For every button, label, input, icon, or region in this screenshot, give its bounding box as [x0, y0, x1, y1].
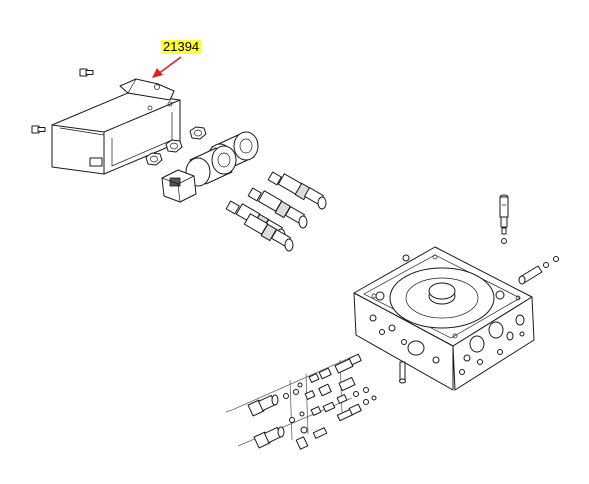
fitting-plug-lower — [253, 426, 285, 449]
lock-nuts — [145, 126, 207, 166]
plug-pin — [518, 256, 559, 285]
cartridge-valve-2 — [247, 187, 308, 229]
fittings-kit — [247, 353, 377, 450]
cover-screw-top — [79, 68, 94, 77]
cartridge-valve-4 — [243, 213, 294, 252]
cartridge-valve-1 — [267, 171, 327, 210]
cover-screw-left — [31, 125, 46, 134]
solenoid-cover[interactable] — [51, 78, 181, 175]
part-number-label: 21394 — [161, 39, 202, 54]
valve-manifold-block[interactable] — [353, 246, 535, 391]
callout-arrow — [152, 56, 182, 78]
adjusting-rod — [499, 194, 509, 244]
fitting-plug-upper — [247, 394, 279, 417]
leader-lines — [225, 355, 355, 447]
solenoid-connector — [161, 169, 197, 203]
